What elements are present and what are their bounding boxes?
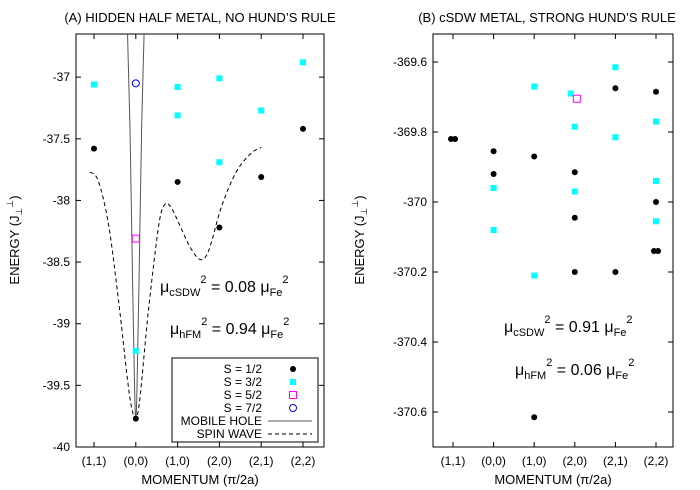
point-s-3-2 <box>174 84 181 91</box>
x-tick-label: (1,1) <box>82 454 107 468</box>
panel-a: (A) HIDDEN HALF METAL, NO HUND’S RULE -3… <box>5 10 336 487</box>
x-tick-label: (0,0) <box>481 454 506 468</box>
point-s-3-2 <box>490 227 497 233</box>
point-s-1-2 <box>452 136 459 142</box>
x-tick-label: (2,2) <box>644 454 669 468</box>
panel-a-annotation-hFM: μhFM2 = 0.94 μFe2 <box>170 316 289 341</box>
panel-b-annotation-cSDW: μcSDW2 = 0.91 μFe2 <box>504 314 633 339</box>
x-tick-label: (1,0) <box>522 454 547 468</box>
point-s-3-2 <box>567 90 574 97</box>
point-s-5-2 <box>572 94 581 103</box>
point-s-1-2 <box>531 414 538 421</box>
point-s-3-2 <box>174 112 181 119</box>
legend-marker-s-5-2 <box>289 391 297 399</box>
x-tick-label: (2,0) <box>562 454 587 468</box>
mobile-hole-curve <box>127 34 145 420</box>
point-s-1-2 <box>571 169 578 176</box>
point-s-3-2 <box>490 185 497 191</box>
spin-wave-curve <box>89 146 262 420</box>
point-s-3-2 <box>571 123 578 130</box>
legend-label-s-5-2: S = 5/2 <box>224 388 263 402</box>
y-tick-label: -40 <box>53 440 71 454</box>
x-tick-label: (2,1) <box>249 454 274 468</box>
point-s-3-2 <box>531 272 538 279</box>
point-s-1-2 <box>490 171 497 177</box>
point-s-5-2 <box>131 234 140 243</box>
legend-box <box>171 357 319 443</box>
x-tick-label: (0,0) <box>123 454 148 468</box>
y-tick-label: -38 <box>53 193 71 207</box>
y-tick-label: -39 <box>53 317 71 331</box>
legend-label-spin-wave: SPIN WAVE <box>197 427 262 441</box>
legend-label-s-7-2: S = 7/2 <box>224 401 263 415</box>
legend-marker-s-7-2 <box>289 404 297 412</box>
legend-label-s-3-2: S = 3/2 <box>224 375 263 389</box>
panel-a-annotation-cSDW: μcSDW2 = 0.08 μFe2 <box>160 274 289 299</box>
point-s-3-2 <box>258 107 265 114</box>
point-s-1-2 <box>258 174 265 181</box>
y-tick-label: -369.6 <box>393 55 427 69</box>
point-s-1-2 <box>571 214 578 221</box>
point-s-3-2 <box>571 188 578 195</box>
point-s-3-2 <box>653 178 659 184</box>
point-s-1-2 <box>612 269 619 275</box>
y-tick-label: -38.5 <box>43 255 71 269</box>
panel-b-x-axis-label: MOMENTUM (π/2a) <box>494 472 611 487</box>
x-tick-label: (1,0) <box>165 454 190 468</box>
point-s-1-2 <box>571 269 578 275</box>
panel-a-y-axis-label: ENERGY (J⊥⊥) <box>5 195 24 284</box>
x-tick-label: (2,1) <box>603 454 628 468</box>
y-tick-label: -37 <box>53 70 71 84</box>
legend-label-mobile-hole: MOBILE HOLE <box>181 414 262 428</box>
point-s-1-2 <box>531 153 538 160</box>
legend-marker-s-3-2 <box>290 379 296 385</box>
panel-b-y-axis-label: ENERGY (J⊥⊥) <box>350 195 369 284</box>
point-s-3-2 <box>612 134 619 141</box>
point-s-1-2 <box>655 248 662 254</box>
point-s-1-2 <box>490 148 497 155</box>
point-s-1-2 <box>612 85 619 92</box>
panel-a-title: (A) HIDDEN HALF METAL, NO HUND’S RULE <box>64 10 336 25</box>
x-tick-label: (2,2) <box>291 454 316 468</box>
point-s-3-2 <box>216 75 223 82</box>
point-s-3-2 <box>653 118 659 125</box>
point-s-1-2 <box>216 224 223 231</box>
point-s-3-2 <box>216 159 223 166</box>
panel-a-legend: S = 1/2 S = 3/2 S = 5/2 S = 7/2 MOBILE H… <box>171 357 319 443</box>
legend-marker-s-1-2 <box>290 366 296 372</box>
point-s-3-2 <box>132 347 139 354</box>
y-tick-label: -369.8 <box>393 125 427 139</box>
point-s-3-2 <box>300 59 306 66</box>
panel-a-x-axis-label: MOMENTUM (π/2a) <box>141 472 258 487</box>
panel-a-plot-frame <box>75 33 325 448</box>
y-tick-label: -39.5 <box>43 378 71 392</box>
x-tick-label: (1,1) <box>441 454 466 468</box>
point-s-3-2 <box>612 64 619 71</box>
point-s-1-2 <box>91 145 97 152</box>
panel-b-title: (B) cSDW METAL, STRONG HUND’S RULE <box>418 10 676 25</box>
point-s-3-2 <box>91 81 97 88</box>
point-s-1-2 <box>174 178 181 185</box>
panel-b: (B) cSDW METAL, STRONG HUND’S RULE -369.… <box>350 10 676 487</box>
panel-b-annotation-hFM: μhFM2 = 0.06 μFe2 <box>515 357 634 382</box>
y-tick-label: -37.5 <box>43 132 71 146</box>
x-tick-label: (2,0) <box>207 454 232 468</box>
y-tick-label: -370.2 <box>393 265 427 279</box>
y-tick-label: -370.6 <box>393 405 427 419</box>
point-s-1-2 <box>653 88 659 95</box>
panel-b-plot-frame <box>432 33 674 448</box>
point-s-3-2 <box>653 218 659 225</box>
legend-label-s-1-2: S = 1/2 <box>224 362 263 376</box>
point-s-1-2 <box>300 125 306 132</box>
point-s-1-2 <box>132 415 139 422</box>
point-s-3-2 <box>531 83 538 90</box>
point-s-1-2 <box>653 199 659 205</box>
point-s-7-2 <box>131 79 140 88</box>
y-tick-label: -370.4 <box>393 335 427 349</box>
y-tick-label: -370 <box>403 195 427 209</box>
